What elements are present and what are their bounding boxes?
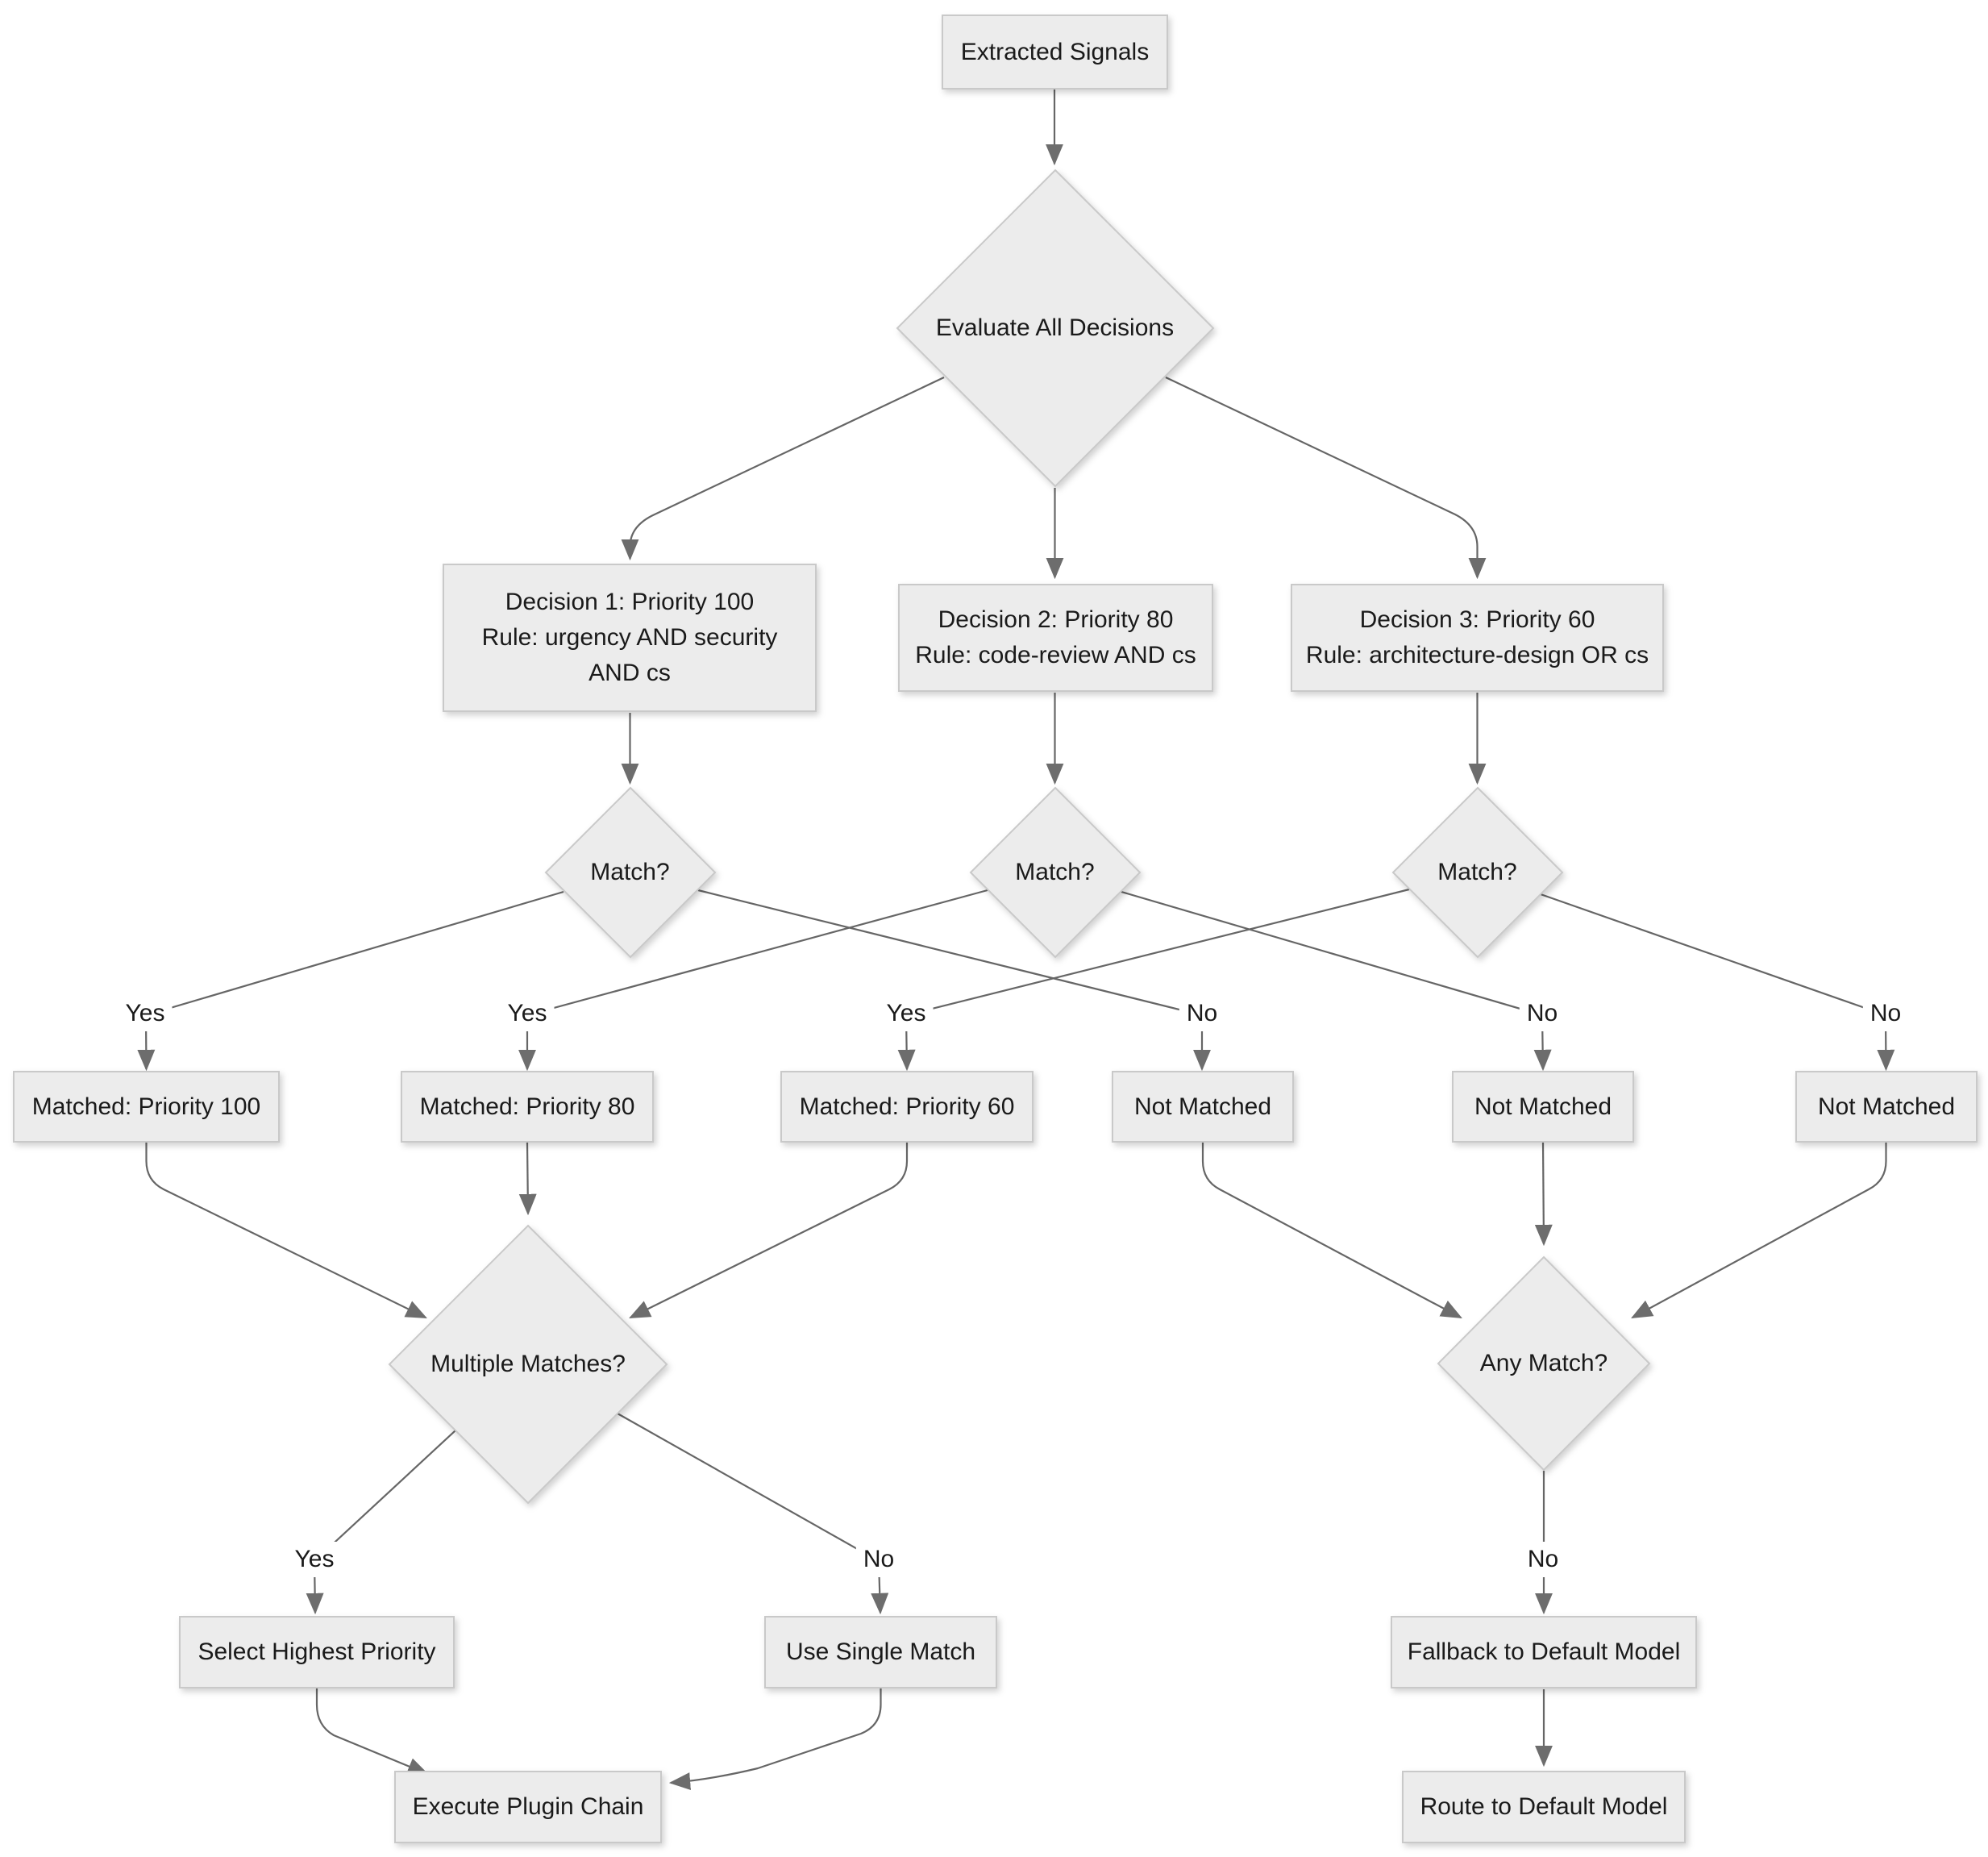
node-matched-priority-100-label: Matched: Priority 100 (31, 1093, 261, 1120)
node-extracted-signals: Extracted Signals (942, 15, 1168, 90)
node-route-to-default-model-label: Route to Default Model (1420, 1793, 1668, 1820)
any-match-diamond-shape (1437, 1255, 1651, 1472)
node-not-matched-3: Not Matched (1795, 1071, 1978, 1143)
node-match-2: Match? (969, 786, 1141, 959)
node-match-1-label: Match? (590, 859, 670, 885)
edge-label-match1-no: No (1179, 996, 1225, 1031)
match-1-diamond-shape (544, 786, 716, 959)
node-match-1: Match? (544, 786, 716, 959)
edge-matched100-to-multiple (145, 1143, 427, 1318)
edge-label-match1-yes-text: Yes (125, 1000, 165, 1026)
node-decision-1-label: Decision 1: Priority 100 Rule: urgency A… (481, 589, 778, 686)
edge-label-match2-yes-text: Yes (507, 1000, 547, 1026)
edge-label-anymatch-no-text: No (1527, 1546, 1559, 1572)
edge-usesingle-to-execute (668, 1688, 882, 1791)
node-matched-priority-60: Matched: Priority 60 (780, 1071, 1034, 1143)
edge-label-match3-yes-text: Yes (886, 1000, 926, 1026)
match-3-diamond-shape (1391, 786, 1563, 959)
node-not-matched-2: Not Matched (1452, 1071, 1634, 1143)
node-use-single-match-label: Use Single Match (785, 1638, 976, 1665)
node-matched-priority-100: Matched: Priority 100 (13, 1071, 280, 1143)
edge-label-match2-yes: Yes (500, 996, 555, 1031)
edge-label-multiple-yes-text: Yes (294, 1546, 335, 1572)
node-multiple-matches-label: Multiple Matches? (430, 1350, 626, 1377)
node-not-matched-3-label: Not Matched (1817, 1093, 1956, 1120)
node-fallback-to-default-model: Fallback to Default Model (1391, 1616, 1697, 1688)
node-match-3-label: Match? (1437, 859, 1517, 885)
node-match-2-label: Match? (1015, 859, 1095, 885)
node-use-single-match: Use Single Match (764, 1616, 997, 1688)
edge-label-match3-no: No (1862, 996, 1909, 1031)
node-not-matched-1-label: Not Matched (1133, 1093, 1272, 1120)
edge-evaluate-to-decision3 (1165, 377, 1487, 580)
edge-matched60-to-multiple (629, 1143, 909, 1318)
node-execute-plugin-chain-label: Execute Plugin Chain (412, 1793, 644, 1820)
node-select-highest-priority-label: Select Highest Priority (198, 1638, 436, 1665)
edge-label-match1-yes: Yes (118, 996, 173, 1031)
edge-label-multiple-no-text: No (863, 1546, 895, 1572)
node-decision-1: Decision 1: Priority 100 Rule: urgency A… (443, 564, 817, 712)
edge-label-multiple-yes: Yes (287, 1542, 342, 1577)
node-evaluate-all-decisions-label: Evaluate All Decisions (935, 314, 1175, 341)
node-extracted-signals-label: Extracted Signals (960, 38, 1150, 65)
node-not-matched-1: Not Matched (1112, 1071, 1294, 1143)
edge-label-anymatch-no: No (1520, 1542, 1566, 1577)
node-any-match-label: Any Match? (1479, 1350, 1608, 1376)
multiple-matches-diamond-shape (388, 1224, 668, 1504)
edge-label-match2-no-text: No (1526, 1000, 1558, 1026)
edge-label-match2-no: No (1519, 996, 1566, 1031)
node-fallback-to-default-model-label: Fallback to Default Model (1407, 1638, 1681, 1665)
edge-evaluate-to-decision1 (621, 377, 945, 561)
edge-notmatched1-to-anymatch (1201, 1143, 1462, 1319)
edge-matched80-to-multiple (518, 1142, 537, 1216)
match-2-diamond-shape (969, 786, 1141, 959)
node-execute-plugin-chain: Execute Plugin Chain (394, 1771, 662, 1843)
node-match-3: Match? (1391, 786, 1563, 959)
node-select-highest-priority: Select Highest Priority (179, 1616, 455, 1688)
node-not-matched-2-label: Not Matched (1474, 1093, 1612, 1120)
node-decision-2: Decision 2: Priority 80 Rule: code-revie… (898, 584, 1213, 692)
node-matched-priority-60-label: Matched: Priority 60 (799, 1093, 1015, 1120)
node-decision-3-label: Decision 3: Priority 60 Rule: architectu… (1305, 606, 1649, 668)
edge-notmatched2-to-anymatch (1534, 1142, 1553, 1247)
node-evaluate-all-decisions: Evaluate All Decisions (896, 169, 1214, 488)
node-matched-priority-80: Matched: Priority 80 (401, 1071, 654, 1143)
edge-label-match3-yes: Yes (879, 996, 934, 1031)
node-decision-3: Decision 3: Priority 60 Rule: architectu… (1291, 584, 1664, 692)
edge-label-multiple-no: No (855, 1542, 902, 1577)
node-route-to-default-model: Route to Default Model (1402, 1771, 1686, 1843)
node-any-match: Any Match? (1437, 1255, 1651, 1472)
node-matched-priority-80-label: Matched: Priority 80 (419, 1093, 635, 1120)
edge-match1-yes (137, 890, 564, 1072)
node-decision-2-label: Decision 2: Priority 80 Rule: code-revie… (915, 606, 1196, 668)
edge-label-match3-no-text: No (1869, 1000, 1902, 1026)
edge-label-match1-no-text: No (1186, 1000, 1218, 1026)
node-multiple-matches: Multiple Matches? (388, 1224, 668, 1504)
edge-notmatched3-to-anymatch (1631, 1143, 1887, 1319)
edge-select-to-execute (315, 1688, 430, 1776)
edge-match3-no (1540, 893, 1895, 1072)
evaluate-all-decisions-diamond-shape (896, 169, 1214, 488)
